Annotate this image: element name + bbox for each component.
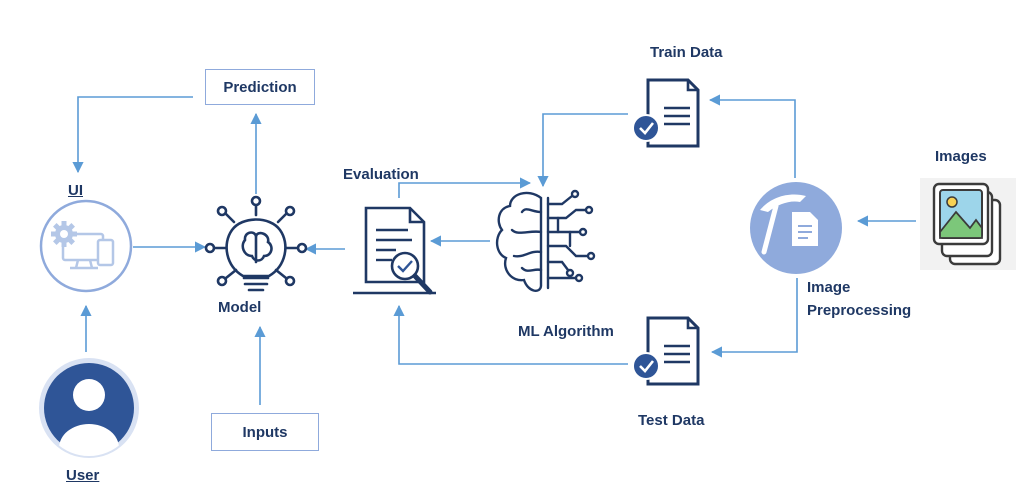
prediction-box: Prediction — [205, 69, 315, 105]
images-label: Images — [935, 148, 987, 165]
image-preprocessing-label-line2: Preprocessing — [807, 302, 912, 319]
test-data-doc-icon — [632, 316, 700, 386]
arrow-train-to-brain — [537, 113, 628, 188]
arrows — [72, 94, 916, 405]
model-bulb-icon — [204, 195, 308, 292]
arrow-test-to-evaluation — [393, 304, 628, 365]
ui-icon — [39, 199, 133, 293]
arrow-prediction-to-ui — [72, 96, 193, 174]
preprocessing-icon — [750, 182, 842, 274]
model-label: Model — [218, 299, 262, 316]
arrow-preprocessing-to-test — [710, 278, 798, 358]
train-data-doc-icon — [632, 78, 700, 148]
brain-icon — [495, 189, 596, 292]
user-icon — [39, 358, 139, 458]
evaluation-doc-icon — [353, 206, 436, 295]
test-data-label: Test Data — [638, 412, 705, 429]
train-data-label: Train Data — [650, 44, 723, 61]
arrow-evaluation-to-brain — [398, 177, 532, 198]
images-icon — [920, 178, 1016, 270]
ui-label: UI — [68, 182, 83, 199]
ml-algorithm-label: ML Algorithm — [518, 323, 614, 340]
evaluation-label: Evaluation — [343, 166, 419, 183]
image-preprocessing-label-line1: Image — [807, 279, 851, 296]
user-label: User — [66, 467, 100, 484]
arrow-preprocessing-to-train — [708, 94, 796, 178]
inputs-box: Inputs — [211, 413, 319, 451]
